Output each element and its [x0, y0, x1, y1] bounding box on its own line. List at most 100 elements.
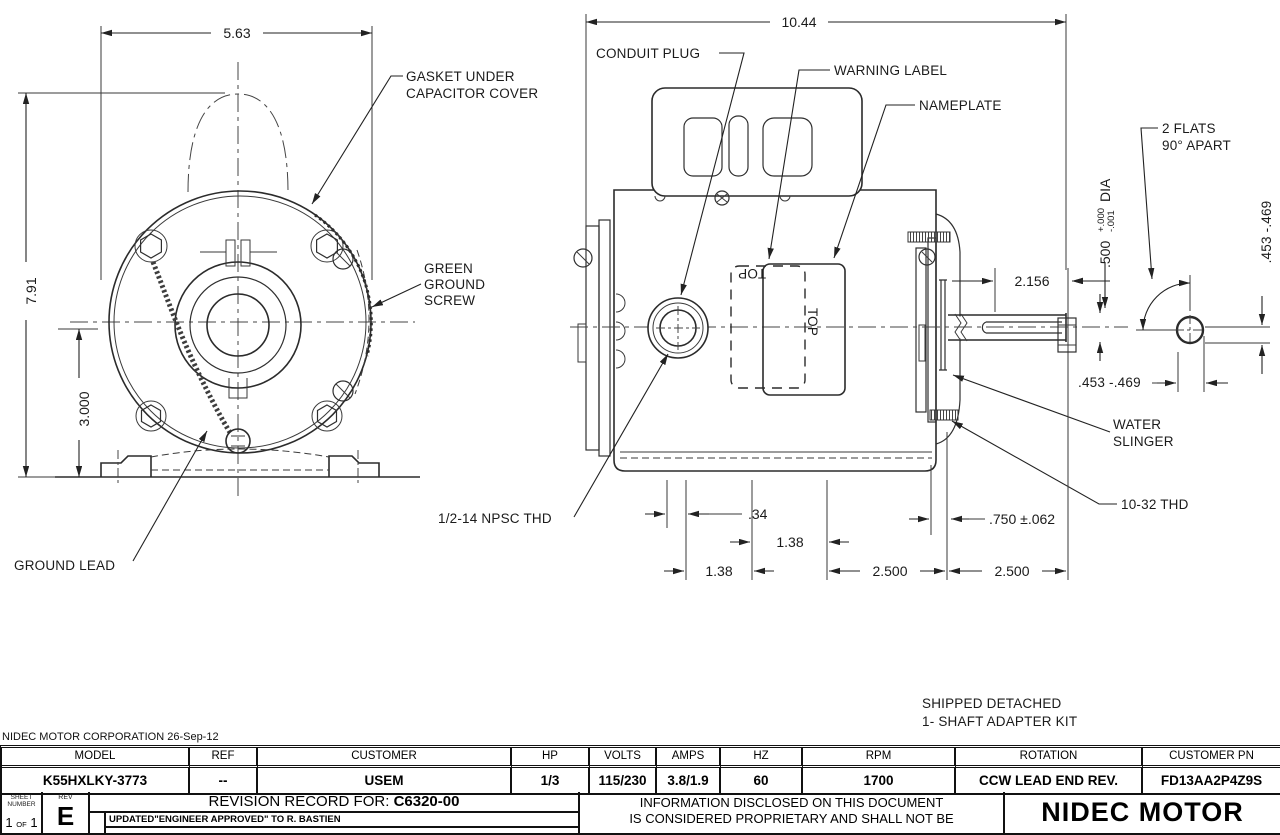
callout-water-slinger: WATER SLINGER: [952, 374, 1174, 449]
spec-table: MODEL REF CUSTOMER HP VOLTS AMPS HZ RPM …: [0, 745, 1280, 795]
value-model: K55HXLKY-3773: [2, 768, 190, 793]
value-hp: 1/3: [512, 768, 590, 793]
flats-line1: 2 FLATS: [1162, 121, 1216, 136]
foot-slot-centerlines: [117, 450, 359, 484]
callout-npsc-thread: 1/2-14 NPSC THD: [438, 353, 669, 526]
rev-value: E: [56, 801, 75, 831]
proprietary-line2: IS CONSIDERED PROPRIETARY AND SHALL NOT …: [629, 811, 954, 826]
gasket-label-line2: CAPACITOR COVER: [406, 86, 538, 101]
gasket-label-line1: GASKET UNDER: [406, 69, 515, 84]
shaft-end-centerlines: [1175, 315, 1205, 345]
slotted-screw-lower: [332, 380, 354, 402]
note-shaft-adapter-kit: 1- SHAFT ADAPTER KIT: [922, 714, 1077, 729]
header-ref: REF: [190, 748, 258, 768]
capacitor-cover: [651, 87, 863, 206]
note-shipped-detached: SHIPPED DETACHED: [922, 696, 1062, 711]
value-volts: 115/230: [590, 768, 657, 793]
dim-flat-vertical: .453 -.469: [1205, 201, 1274, 374]
shipping-notes: SHIPPED DETACHED 1- SHAFT ADAPTER KIT: [922, 696, 1077, 729]
shaft-flat: [981, 321, 1062, 334]
callout-conduit-plug: CONDUIT PLUG: [596, 46, 745, 296]
ground-lug: [225, 428, 251, 454]
spec-table-value-row: K55HXLKY-3773 -- USEM 1/3 115/230 3.8/1.…: [2, 768, 1280, 793]
value-hz: 60: [721, 768, 803, 793]
revision-record-cell: REVISION RECORD FOR: C6320-00 UPDATED"EN…: [90, 792, 580, 833]
conduit-plug: [647, 297, 709, 359]
rev-cell: REV E: [43, 792, 90, 833]
tie-rod-top: [907, 231, 951, 243]
warning-label-outline: [730, 265, 806, 389]
dim-dia-500: .500 +.000 -.001 DIA: [1072, 178, 1117, 308]
header-customer: CUSTOMER: [258, 748, 512, 768]
nameplate-top-vertical-text: TOP: [805, 308, 820, 336]
sheet-num-left: 1: [5, 815, 13, 830]
motor-shell-inner-rim: [113, 195, 367, 449]
dim-width-563: 5.63: [100, 25, 373, 280]
thread-1032-label: 10-32 THD: [1121, 497, 1189, 512]
left-foot: [100, 455, 152, 477]
shaft-end-stub: [1057, 317, 1077, 353]
proprietary-line1: INFORMATION DISCLOSED ON THIS DOCUMENT: [639, 795, 944, 810]
callout-warning-label: WARNING LABEL: [767, 63, 947, 260]
callout-1032-thread: 10-32 THD: [951, 420, 1189, 512]
dim-2500-left: 2.500: [829, 563, 945, 579]
hex-bolt-bottom-right: [311, 400, 343, 432]
header-rotation: ROTATION: [956, 748, 1143, 768]
corporation-date-line: NIDEC MOTOR CORPORATION 26-Sep-12: [2, 731, 219, 743]
dia-tol-plus-text: +.000: [1096, 208, 1107, 232]
side-view: TOP TOP 10.44 CONDUIT PLUG WARNING LABEL…: [438, 14, 1189, 580]
conduit-plug-label: CONDUIT PLUG: [596, 46, 700, 61]
front-end-bracket: [573, 219, 626, 457]
value-customer-pn: FD13AA2P4Z9S: [1160, 773, 1263, 788]
header-model: MODEL: [2, 748, 190, 768]
rear-end-bracket: [907, 231, 959, 423]
dim-2500-left-text: 2.500: [872, 563, 907, 579]
dim-length-1044: 10.44: [585, 14, 1067, 270]
sheet-label-line1: SHEET: [10, 794, 33, 801]
capacitor-pocket-hidden: [354, 249, 370, 395]
nameplate-label: NAMEPLATE: [919, 98, 1002, 113]
revision-record-title: REVISION RECORD FOR: C6320-00: [90, 792, 578, 813]
sheet-label-line2: NUMBER: [7, 801, 36, 808]
dim-height-791: 7.91: [18, 92, 225, 477]
nameplate-outline: [762, 263, 846, 396]
revision-block: SHEET NUMBER 1 OF 1 REV E REVISION RECOR…: [0, 792, 1280, 835]
bearing-hub-mid: [189, 276, 287, 374]
end-view: 2 FLATS 90° APART .500 +.000 -.001 DIA .…: [1057, 121, 1274, 392]
dim-138-upper: 1.38: [730, 534, 849, 550]
green-screw-line2: GROUND: [424, 277, 485, 292]
dim-791-text: 7.91: [23, 277, 39, 304]
value-amps: 3.8/1.9: [657, 768, 721, 793]
header-amps: AMPS: [657, 748, 721, 768]
revision-record-prefix: REVISION RECORD FOR:: [208, 793, 390, 810]
dim-138-lower: 1.38: [664, 563, 774, 579]
brand-cell: NIDEC MOTOR: [1041, 797, 1244, 827]
hex-bolt-bottom-left: [135, 400, 167, 432]
dim-563-text: 5.63: [223, 25, 250, 41]
green-screw-line1: GREEN: [424, 261, 473, 276]
nameplate-top-inverted-text: TOP: [738, 266, 766, 281]
shaft: [948, 313, 1067, 342]
value-rotation: CCW LEAD END REV.: [956, 768, 1143, 793]
dim-138-upper-text: 1.38: [776, 534, 803, 550]
dim-2500-right: 2.500: [949, 563, 1066, 579]
slotted-screw-upper: [332, 248, 354, 270]
dim-foot-34: .34: [645, 506, 768, 522]
dim-2156-text: 2.156: [1014, 273, 1049, 289]
dim-shaft-dia: .453 -.469: [1078, 294, 1141, 390]
header-hz: HZ: [721, 748, 803, 768]
dim-750-text: .750 ±.062: [989, 511, 1055, 527]
value-ref: --: [190, 768, 258, 793]
arc-90deg: [1139, 279, 1191, 331]
dim-shaft-dia-text: .453 -.469: [1078, 375, 1141, 390]
dim-750: .750 ±.062: [909, 511, 1055, 527]
dim-1044-text: 10.44: [781, 14, 816, 30]
dia-tol-minus-text: -.001: [1106, 210, 1117, 232]
callout-nameplate: NAMEPLATE: [833, 98, 1002, 259]
dim-2500-right-text: 2.500: [994, 563, 1029, 579]
knurled-rim: [314, 213, 373, 357]
capacitor-cover-profile: [187, 93, 289, 193]
dia-label-text: DIA: [1097, 178, 1113, 202]
